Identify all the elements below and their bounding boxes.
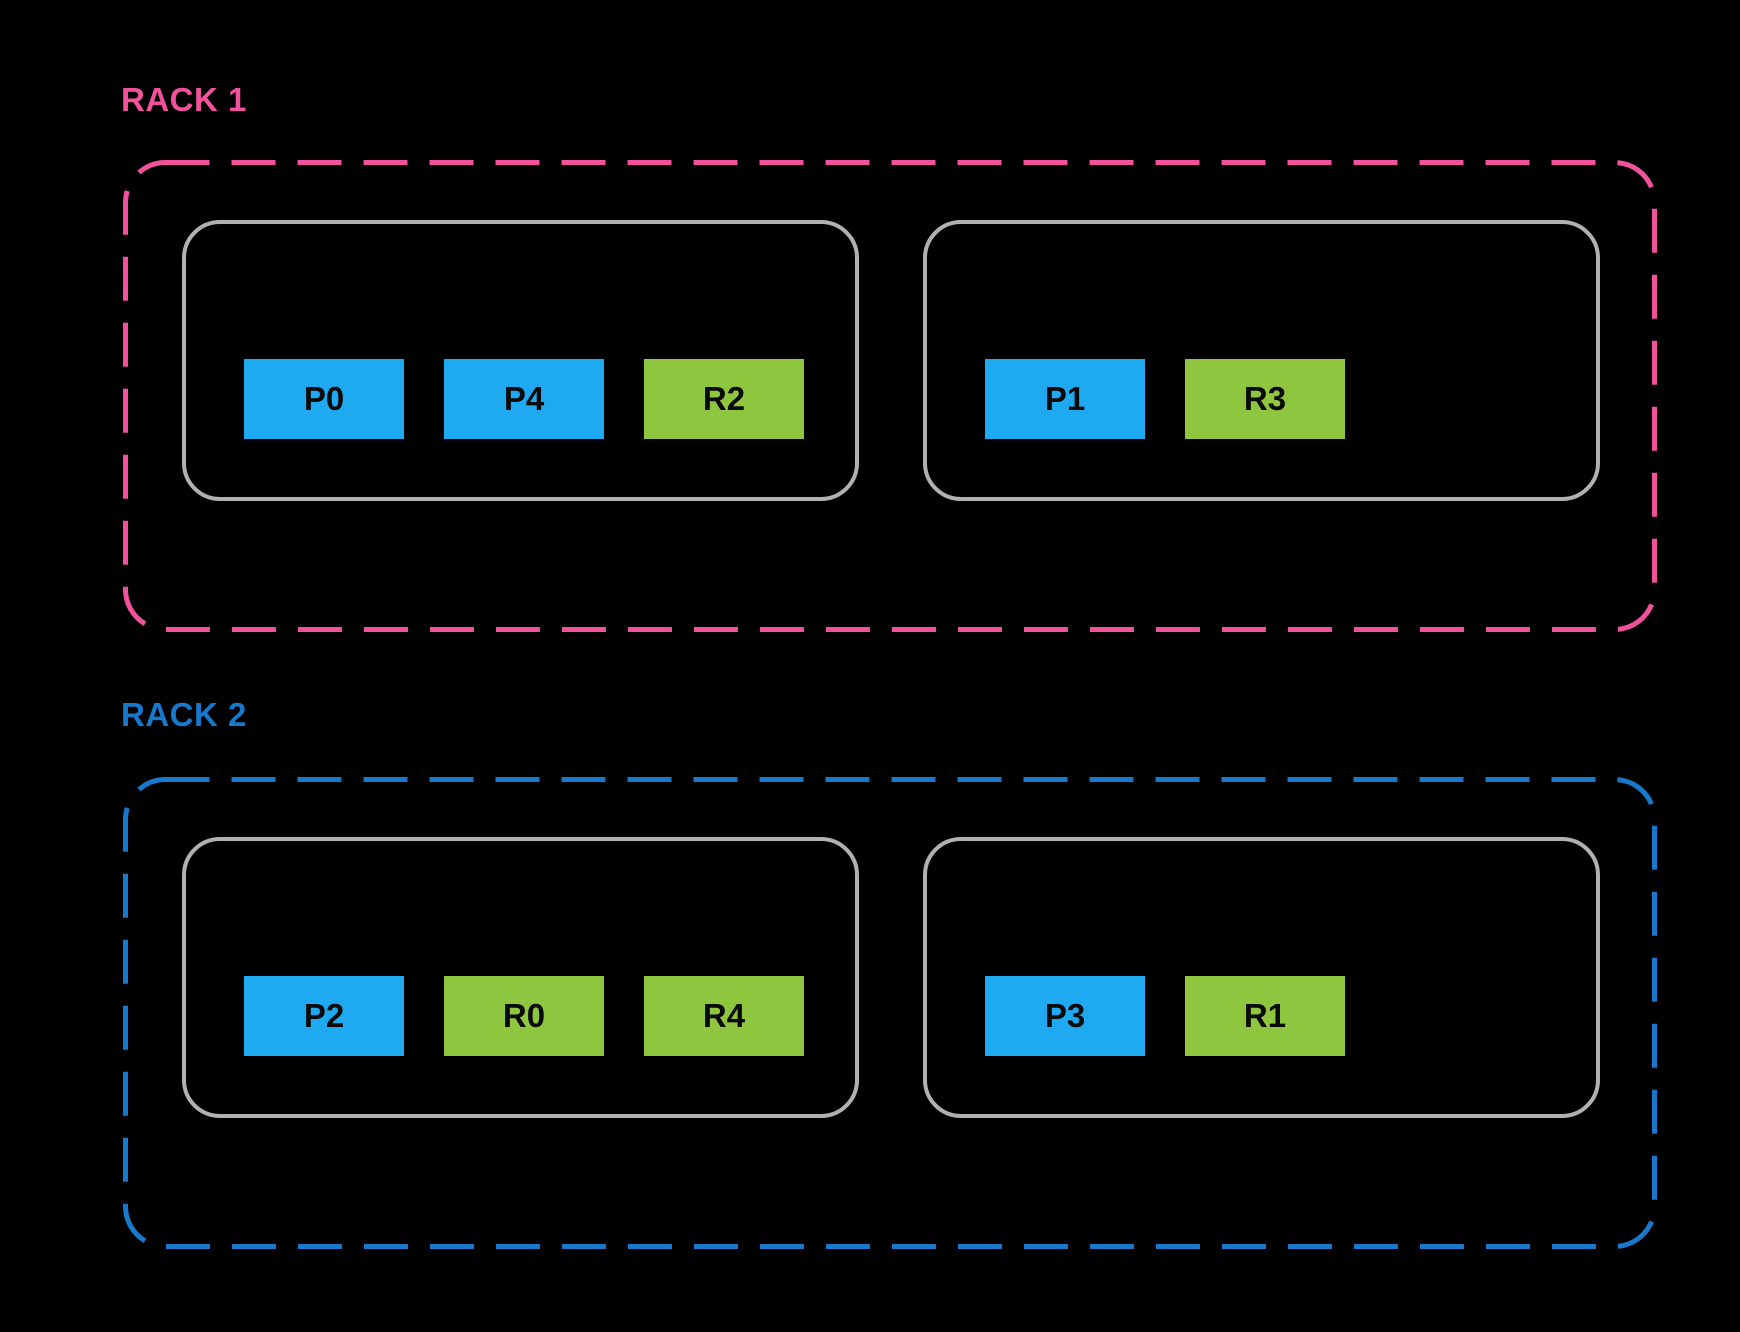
rack-2-node-2: P3 R1 [923, 837, 1600, 1118]
shard-r4: R4 [644, 976, 804, 1056]
rack-2-label: RACK 2 [121, 696, 247, 733]
rack-2-node-1: P2 R0 R4 [182, 837, 859, 1118]
rack-1-node-1: P0 P4 R2 [182, 220, 859, 501]
shard-r0: R0 [444, 976, 604, 1056]
shard-r2: R2 [644, 359, 804, 439]
rack-1-node-1-shards: P0 P4 R2 [244, 359, 804, 439]
rack-2-node-2-shards: P3 R1 [985, 976, 1345, 1056]
rack-1-node-2: P1 R3 [923, 220, 1600, 501]
rack-1-node-2-shards: P1 R3 [985, 359, 1345, 439]
shard-p4: P4 [444, 359, 604, 439]
rack-1-container: P0 P4 R2 P1 R3 [123, 160, 1657, 632]
shard-p0: P0 [244, 359, 404, 439]
shard-p3: P3 [985, 976, 1145, 1056]
shard-r3: R3 [1185, 359, 1345, 439]
rack-2-container: P2 R0 R4 P3 R1 [123, 777, 1657, 1249]
shard-r1: R1 [1185, 976, 1345, 1056]
shard-p2: P2 [244, 976, 404, 1056]
shard-p1: P1 [985, 359, 1145, 439]
rack-1-label: RACK 1 [121, 81, 247, 118]
rack-2-node-1-shards: P2 R0 R4 [244, 976, 804, 1056]
